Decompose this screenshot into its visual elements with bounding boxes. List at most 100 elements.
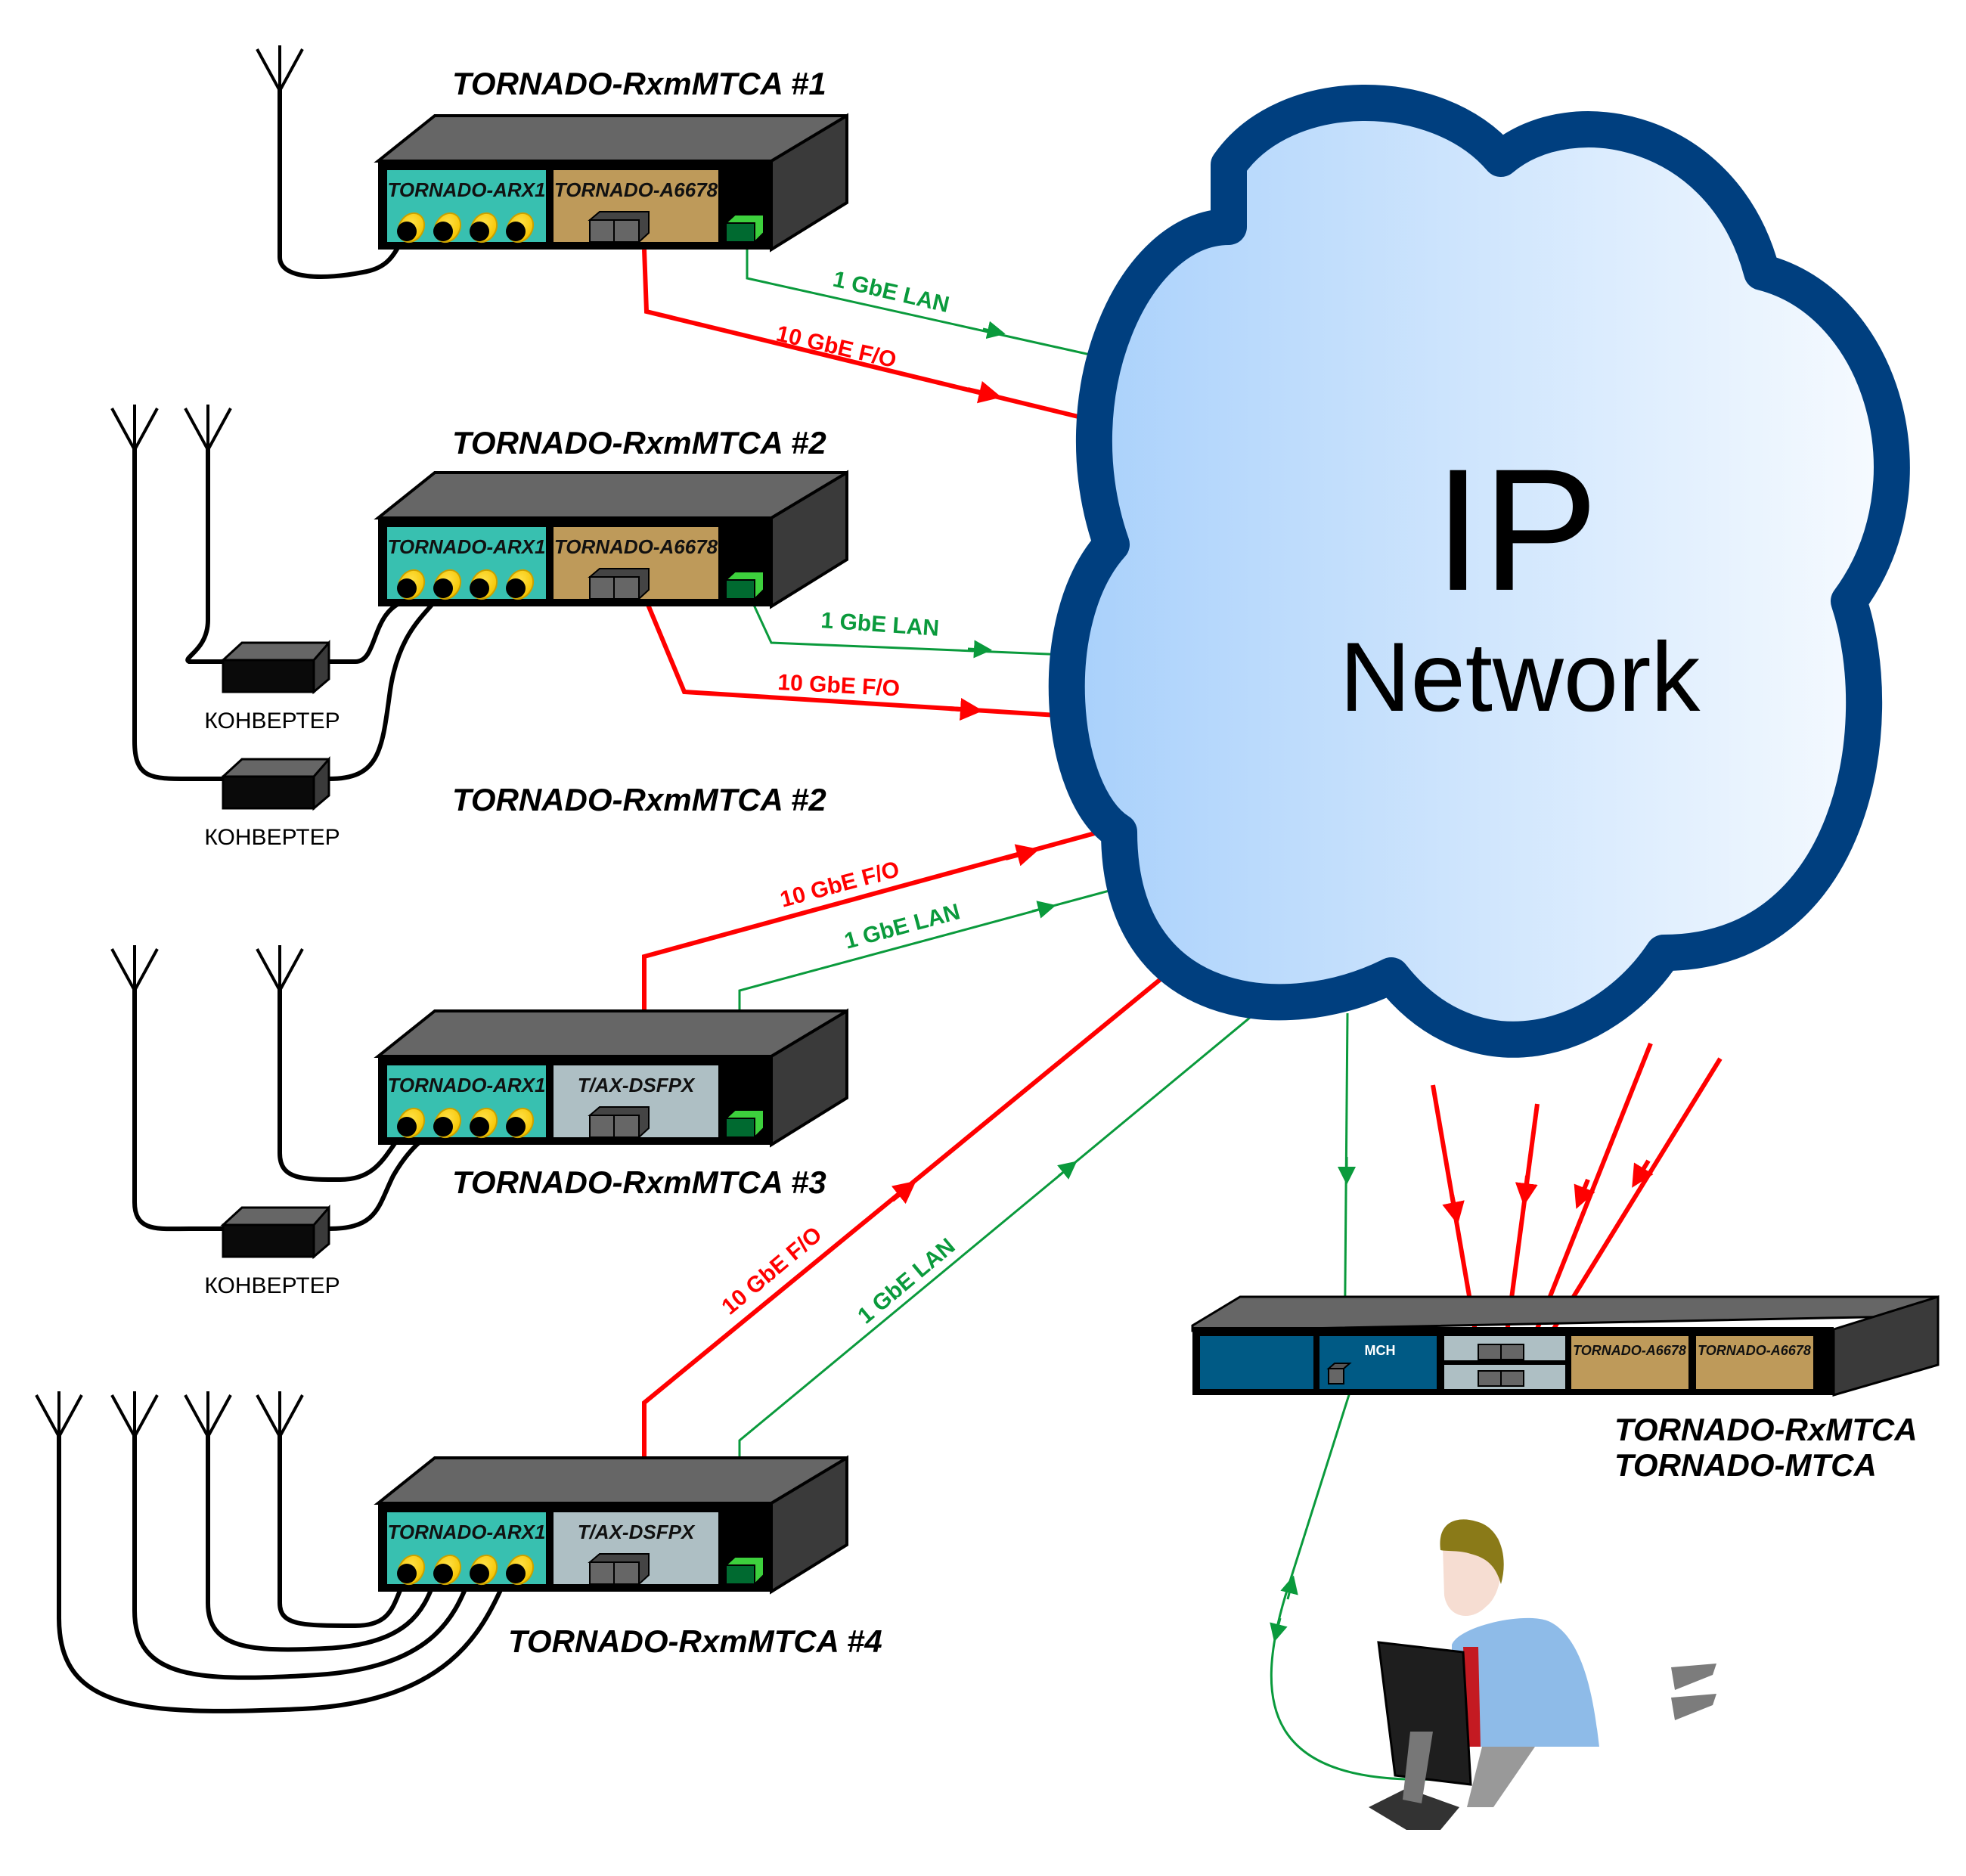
antennas-cables	[35, 45, 507, 1713]
sma-connector-icon[interactable]	[429, 1104, 466, 1143]
converter-label: КОНВЕРТЕР	[204, 825, 340, 850]
device-top	[374, 471, 848, 519]
sma-connector-icon[interactable]	[502, 566, 538, 604]
device-title-2: TORNADO-RxmMTCA #2	[452, 425, 826, 460]
rack-slot-a6678-1	[1571, 1336, 1688, 1389]
lan-arrow-box4	[1057, 1161, 1078, 1180]
module-label: TORNADO-ARX1	[388, 1521, 546, 1543]
device-box-2: TORNADO-ARX1 TORNADO-A6678	[374, 470, 848, 609]
fo-arrow-rack-1	[1442, 1194, 1465, 1225]
rack-slot-a6678-2	[1696, 1336, 1813, 1389]
sma-connector-icon[interactable]	[429, 1551, 466, 1589]
antenna-icon	[110, 405, 437, 781]
device-title-2b: TORNADO-RxmMTCA #2	[452, 782, 826, 817]
device-top	[374, 114, 848, 163]
link-fo-box1	[642, 249, 1082, 420]
fo-arrow-box1	[967, 380, 1002, 404]
converter-2: КОНВЕРТЕР	[204, 755, 340, 850]
monitor-stand	[1369, 1788, 1459, 1830]
module-label: T/AX-DSFPX	[578, 1074, 696, 1096]
lan-arrow-box2	[967, 640, 992, 659]
device-title-4: TORNADO-RxmMTCA #4	[508, 1623, 882, 1659]
device-title-3: TORNADO-RxmMTCA #3	[452, 1164, 826, 1200]
sma-connector-icon[interactable]	[393, 209, 429, 247]
module-label: TORNADO-ARX1	[388, 178, 546, 201]
lan-label-box4: 1 GbE LAN	[853, 1233, 960, 1329]
sma-connector-icon[interactable]	[502, 1104, 538, 1143]
device-box-1: TORNADO-ARX1 TORNADO-A6678	[374, 113, 848, 253]
rack-slot-blank2	[1200, 1336, 1313, 1389]
lan-label-box2: 1 GbE LAN	[820, 608, 941, 641]
converter-3: КОНВЕРТЕР	[204, 1204, 340, 1298]
sfp-port[interactable]	[588, 568, 650, 601]
sfp-port[interactable]	[588, 1553, 650, 1586]
sma-connector-icon[interactable]	[393, 566, 429, 604]
device-box-4: TORNADO-ARX1 T/AX-DSFPX	[374, 1455, 848, 1595]
lan-arrow-box3	[1031, 901, 1056, 919]
fo-arrow-box4	[891, 1180, 916, 1205]
sma-connector-icon[interactable]	[466, 566, 502, 604]
fo-label-box4: 10 GbE F/O	[717, 1222, 826, 1319]
mtca-rack: MCH TORNADO-A6678 TORNADO-A6678	[1191, 1295, 1940, 1397]
ethernet-port[interactable]	[724, 214, 764, 244]
operator-workstation-icon	[1369, 1519, 1716, 1830]
module-label: TORNADO-ARX1	[388, 535, 546, 558]
monitor	[1377, 1641, 1472, 1786]
sma-connector-icon[interactable]	[429, 566, 466, 604]
device-top	[374, 1456, 848, 1505]
module-label: TORNADO-A6678	[554, 178, 718, 201]
sfp-ports[interactable]	[1478, 1344, 1524, 1387]
fo-arrow-box2	[948, 698, 983, 721]
sma-connector-icon[interactable]	[502, 1551, 538, 1589]
sma-connector-icon[interactable]	[502, 209, 538, 247]
fo-arrow-rack-3	[1574, 1178, 1595, 1209]
sfp-port[interactable]	[588, 211, 650, 244]
antenna-icon	[110, 945, 436, 1232]
converter-label: КОНВЕРТЕР	[204, 709, 340, 733]
sma-connector-icon[interactable]	[466, 209, 502, 247]
cloud-title-ip: IP	[1434, 433, 1598, 627]
fo-arrow-rack-2	[1515, 1175, 1538, 1206]
mch-port[interactable]	[1326, 1363, 1352, 1385]
sma-connector-icon[interactable]	[393, 1104, 429, 1143]
ip-network-cloud: IP Network	[1048, 85, 1910, 1058]
sma-connector-icon[interactable]	[429, 209, 466, 247]
mch-label: MCH	[1365, 1343, 1396, 1358]
antenna-icon	[35, 1391, 507, 1713]
cloud-shape	[1048, 85, 1910, 1058]
rack-title-2: TORNADO-MTCA	[1614, 1447, 1877, 1483]
link-lan-box2	[747, 593, 1105, 658]
person-shirt	[1452, 1617, 1599, 1747]
person-hair	[1440, 1519, 1504, 1584]
module-label: TORNADO-ARX1	[388, 1074, 546, 1096]
rack-module-label: TORNADO-A6678	[1573, 1343, 1686, 1358]
converter-label: КОНВЕРТЕР	[204, 1273, 340, 1298]
ethernet-port[interactable]	[724, 571, 764, 601]
sma-connector-icon[interactable]	[466, 1104, 502, 1143]
rack-module-label: TORNADO-A6678	[1698, 1343, 1811, 1358]
sma-connector-icon[interactable]	[393, 1551, 429, 1589]
rack-title-1: TORNADO-RxMTCA	[1614, 1412, 1918, 1447]
fo-label-box1: 10 GbE F/O	[774, 321, 898, 374]
link-lan-box1	[746, 240, 1101, 358]
device-top	[374, 1009, 848, 1058]
antenna-icon	[256, 45, 403, 279]
device-title-1: TORNADO-RxmMTCA #1	[452, 66, 826, 101]
fo-arrow-box3	[1005, 844, 1040, 867]
sfp-port[interactable]	[588, 1106, 650, 1140]
lan-arrow-ws-down	[1270, 1617, 1288, 1642]
ethernet-port[interactable]	[724, 1556, 764, 1586]
link-fo-box2	[644, 600, 1143, 723]
sma-connector-icon[interactable]	[466, 1551, 502, 1589]
fo-arrow-rack-4	[1632, 1159, 1654, 1188]
lan-arrow-ws-up	[1280, 1575, 1298, 1600]
converter-1: КОНВЕРТЕР	[204, 639, 340, 733]
ethernet-port[interactable]	[724, 1109, 764, 1140]
lan-arrow-box1	[982, 321, 1006, 340]
cloud-title-network: Network	[1340, 622, 1701, 732]
module-label: T/AX-DSFPX	[578, 1521, 696, 1543]
module-label: TORNADO-A6678	[554, 535, 718, 558]
device-box-3: TORNADO-ARX1 T/AX-DSFPX	[374, 1008, 848, 1148]
